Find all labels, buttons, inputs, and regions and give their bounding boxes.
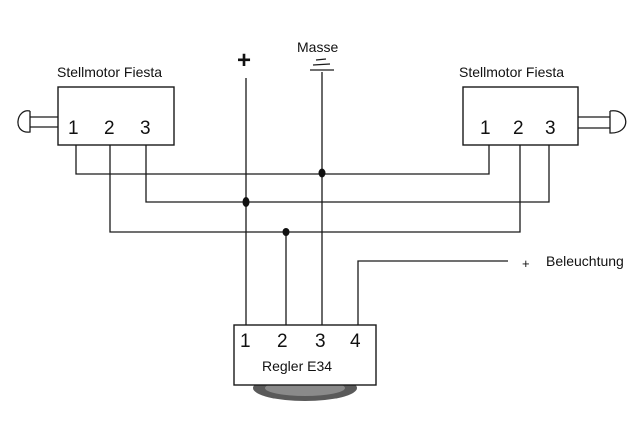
- wire-lighting: [357, 260, 508, 325]
- right-motor-title: Stellmotor Fiesta: [459, 64, 564, 80]
- regulator-pin-2: 2: [277, 331, 288, 352]
- ground-label: Masse: [297, 39, 338, 55]
- junction-ground: [318, 168, 326, 178]
- left-motor-pin-1: 1: [68, 118, 79, 139]
- right-motor-pin-3: 3: [545, 118, 556, 139]
- regulator-box: [233, 324, 377, 386]
- wire-pin1-bus: [75, 145, 490, 175]
- right-motor-pin-1: 1: [480, 118, 491, 139]
- right-motor-pin-2: 2: [513, 118, 524, 139]
- regulator: 1 2 3 4 Regler E34: [233, 324, 377, 401]
- right-motor-shaft-icon: [578, 110, 627, 134]
- wire-pin2-bus: [109, 145, 521, 233]
- plus-supply: +: [237, 47, 251, 74]
- ground-supply: Masse: [297, 39, 338, 71]
- left-motor-title: Stellmotor Fiesta: [57, 64, 162, 80]
- wire-pin3-bus: [145, 145, 550, 203]
- left-motor-pin-2: 2: [104, 118, 115, 139]
- right-motor-box: [462, 86, 579, 146]
- right-motor: Stellmotor Fiesta 1 2 3: [459, 64, 627, 146]
- lighting: + Beleuchtung: [522, 253, 624, 271]
- junction-plus: [242, 197, 250, 207]
- lighting-label: Beleuchtung: [546, 253, 624, 269]
- left-motor: Stellmotor Fiesta 1 2 3: [17, 64, 175, 146]
- left-motor-box: [57, 86, 175, 146]
- regulator-pin-3: 3: [315, 331, 326, 352]
- regulator-title: Regler E34: [262, 358, 332, 374]
- ground-icon: [310, 58, 334, 71]
- junctions: [242, 168, 326, 236]
- wires: [75, 72, 550, 325]
- lighting-plus-symbol: +: [522, 256, 530, 271]
- left-motor-shaft-icon: [17, 110, 58, 133]
- regulator-pin-4: 4: [350, 331, 361, 352]
- plus-symbol: +: [237, 47, 251, 74]
- junction-pin2: [282, 228, 290, 236]
- regulator-pin-1: 1: [240, 331, 251, 352]
- left-motor-pin-3: 3: [140, 118, 151, 139]
